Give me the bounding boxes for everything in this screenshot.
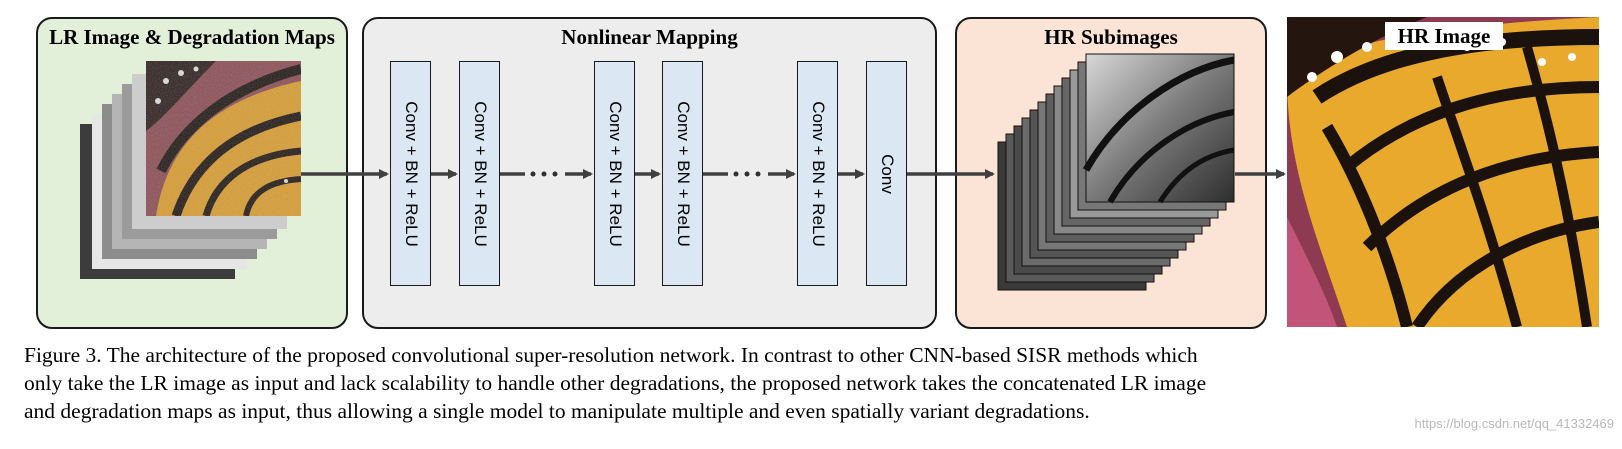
figure-caption: Figure 3. The architecture of the propos… xyxy=(24,341,1614,425)
conv-bn-relu-block: Conv + BN + ReLU xyxy=(390,61,431,286)
caption-line: only take the LR image as input and lack… xyxy=(24,371,1207,395)
ellipsis-dots-2 xyxy=(733,171,761,177)
nonlinear-panel-title: Nonlinear Mapping xyxy=(561,25,738,49)
lr-panel-title: LR Image & Degradation Maps xyxy=(49,25,335,49)
conv-bn-relu-block: Conv + BN + ReLU xyxy=(662,61,703,286)
conv-bn-relu-block: Conv + BN + ReLU xyxy=(594,61,635,286)
caption-line: and degradation maps as input, thus allo… xyxy=(24,399,1090,423)
caption-line: Figure 3. The architecture of the propos… xyxy=(24,343,1198,367)
conv-bn-relu-block: Conv + BN + ReLU xyxy=(797,61,838,286)
hr-sub-panel-title: HR Subimages xyxy=(1044,25,1178,49)
subimage-stack-graphic xyxy=(997,53,1235,291)
lr-noisy-image xyxy=(146,61,301,216)
hr-output-image xyxy=(1287,17,1599,327)
ellipsis-dots-1 xyxy=(530,171,558,177)
hr-image-title: HR Image xyxy=(1385,22,1503,50)
conv-bn-relu-block: Conv + BN + ReLU xyxy=(459,61,500,286)
conv-block: Conv xyxy=(866,61,907,286)
watermark: https://blog.csdn.net/qq_41332469 xyxy=(1414,416,1615,431)
